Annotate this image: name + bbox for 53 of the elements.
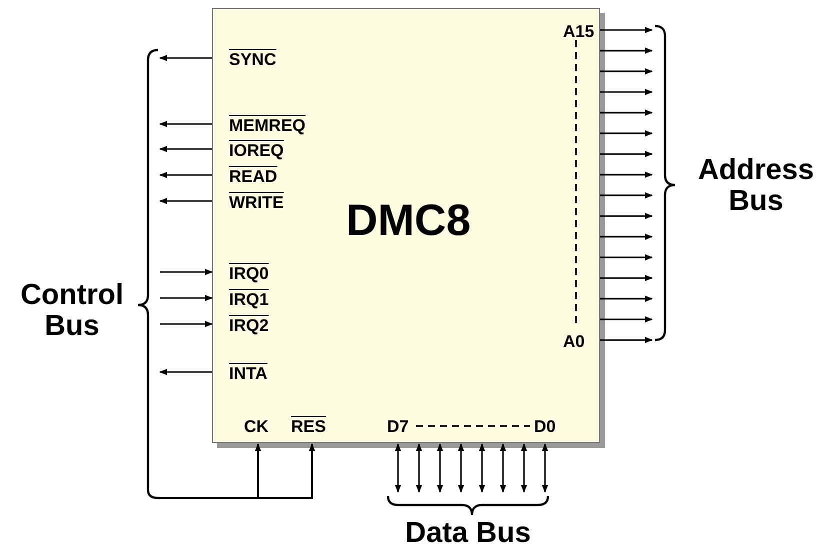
arrow <box>600 316 653 323</box>
arrow <box>600 88 653 96</box>
arrow <box>600 47 653 54</box>
arrow <box>416 443 422 493</box>
pin-label: A15 <box>563 23 594 40</box>
bus-label: Control Bus <box>19 280 125 343</box>
arrow <box>159 198 212 204</box>
pin-label: MEMREQ <box>229 117 306 134</box>
pin-label: IRQ2 <box>229 317 269 334</box>
arrow <box>478 443 486 493</box>
arrow <box>160 320 213 328</box>
pin-label: READ <box>229 168 278 185</box>
pin-label: INTA <box>229 365 268 382</box>
arrow <box>520 443 528 493</box>
pin-label: IRQ0 <box>229 265 269 282</box>
arrow <box>436 443 444 493</box>
pin-label: D7 <box>387 418 409 435</box>
arrow <box>159 368 212 376</box>
arrow <box>160 443 316 499</box>
arrow <box>458 443 464 493</box>
arrow <box>160 268 213 276</box>
pin-label: A0 <box>563 333 585 350</box>
pin-label: WRITE <box>229 194 284 211</box>
pin-label: RES <box>291 418 326 435</box>
arrow <box>600 150 653 158</box>
arrow <box>600 130 653 137</box>
arrow <box>394 443 402 493</box>
arrow <box>600 192 653 199</box>
bus-label: Data Bus <box>404 518 532 550</box>
arrow <box>600 172 653 178</box>
arrow <box>600 26 653 34</box>
arrow <box>600 336 653 344</box>
pin-label: IOREQ <box>229 142 284 159</box>
arrow <box>500 443 506 493</box>
pin-label: SYNC <box>229 51 276 68</box>
arrow <box>600 212 653 220</box>
arrow <box>600 274 653 282</box>
arrow <box>600 296 653 302</box>
arrow <box>159 54 212 62</box>
pin-label: CK <box>244 418 269 435</box>
arrow <box>542 443 548 493</box>
arrow <box>600 68 653 75</box>
arrow <box>159 120 212 128</box>
arrow <box>160 294 213 302</box>
arrow <box>600 254 653 261</box>
arrow <box>600 234 653 240</box>
bus-label: Address Bus <box>696 155 816 218</box>
pin-label: IRQ1 <box>229 291 269 308</box>
arrow <box>600 109 653 116</box>
pin-label: D0 <box>534 418 556 435</box>
arrow <box>159 172 212 178</box>
chip-name: DMC8 <box>346 199 471 243</box>
arrow <box>159 146 212 152</box>
